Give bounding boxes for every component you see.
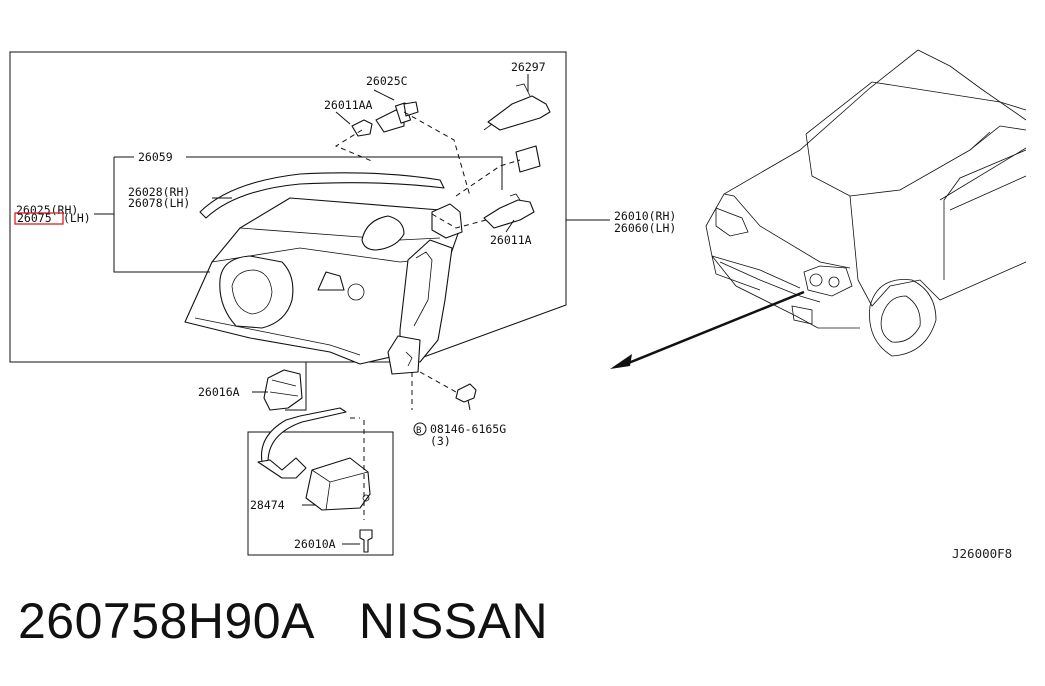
label-26010A: 26010A: [294, 537, 336, 551]
bolt-symbol-circle: [413, 422, 427, 436]
brand-name: NISSAN: [358, 593, 549, 649]
label-26075-code: 26075: [17, 211, 52, 225]
label-26011A: 26011A: [490, 233, 532, 247]
ballast-frame: [247, 431, 394, 556]
label-bolt-code: 08146-6165G: [430, 422, 506, 436]
leader-lines: [94, 74, 610, 545]
diagram-code: J26000F8: [952, 546, 1012, 561]
label-28474: 28474: [250, 498, 285, 512]
label-26297: 26297: [511, 60, 546, 74]
label-26060-lh: 26060(LH): [614, 221, 676, 235]
label-26078-lh: 26078(LH): [128, 196, 190, 210]
headlamp-assembly: [184, 197, 463, 375]
screw-26010A: [359, 529, 373, 553]
connector-26016A: [263, 369, 303, 411]
highlight-box-26075: [14, 212, 64, 225]
label-26025C: 26025C: [366, 74, 408, 88]
bulb-26011A: [483, 193, 535, 229]
frame-connector: [285, 362, 307, 411]
label-26010-rh: 26010(RH): [614, 209, 676, 223]
footer: 260758H90A NISSAN: [18, 592, 548, 650]
bolt-08146: [455, 383, 477, 411]
label-26016A: 26016A: [198, 385, 240, 399]
socket-26297: [483, 83, 551, 131]
label-26075-side: (LH): [63, 211, 91, 225]
ballast-28474: [305, 457, 371, 511]
label-bolt-qty: (3): [430, 434, 451, 448]
trim-moulding: [199, 172, 445, 219]
sticker-26059: [515, 145, 541, 173]
wire-harness: [260, 407, 347, 463]
label-26011AA: 26011AA: [324, 98, 373, 112]
pointer-arrow: [610, 290, 805, 369]
bulb-26011AA: [351, 119, 373, 137]
vehicle-outline: [705, 49, 1027, 357]
assembly-frame: [9, 51, 567, 363]
part-number: 260758H90A: [18, 593, 315, 649]
bulb-26025C: [375, 101, 419, 133]
label-26028-rh: 26028(RH): [128, 185, 190, 199]
label-bolt-symbol: B: [416, 426, 421, 436]
label-26059: 26059: [138, 150, 173, 164]
